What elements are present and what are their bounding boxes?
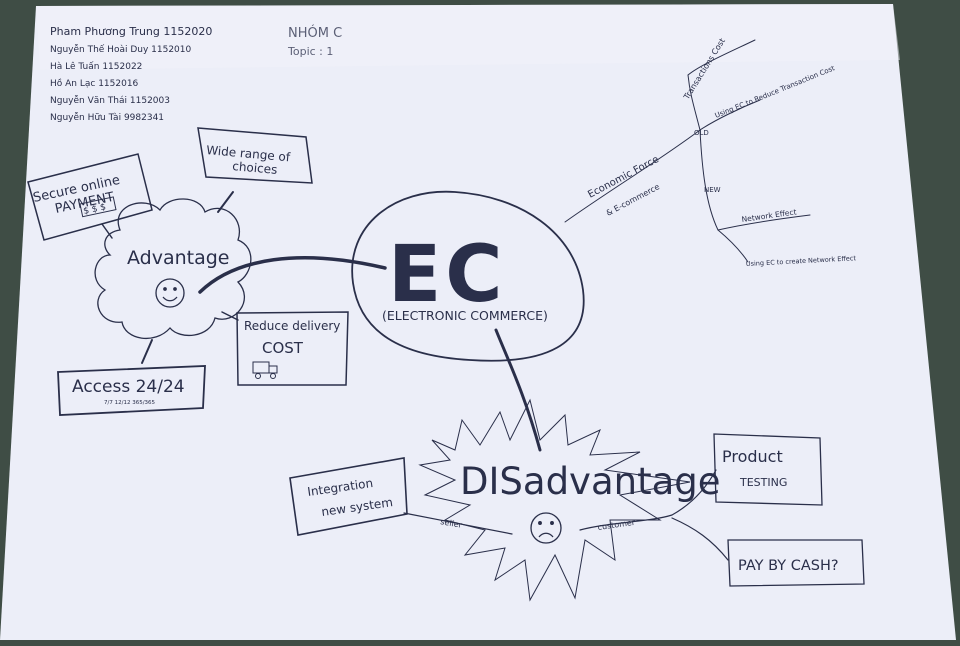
delivery-box: Reduce delivery COST (236, 311, 349, 386)
transaction-cost-branch (687, 74, 701, 131)
disadvantage-connector (494, 328, 542, 452)
team-member: Nguyễn Thế Hoài Duy 1152010 (50, 44, 192, 55)
smiley-face-icon (155, 278, 185, 308)
access-box: Access 24/24 7/7 12/12 365/365 (57, 365, 206, 416)
ec-circle (351, 190, 585, 362)
connector-lines (101, 39, 811, 561)
product-line1: Product (722, 447, 783, 466)
ec-subtitle: (ELECTRONIC COMMERCE) (382, 308, 548, 323)
payment-connector (101, 223, 113, 239)
money-icon (79, 196, 117, 218)
team-member: Nguyễn Hữu Tài 9982341 (50, 112, 164, 123)
customer-product-line (579, 469, 717, 531)
create-network-line (717, 229, 749, 263)
delivery-line2: COST (262, 339, 304, 357)
paper-highlight (36, 4, 900, 70)
team-member: Hà Lê Tuấn 1152022 (50, 61, 142, 72)
choices-line2: choices (232, 159, 278, 177)
paper-sheet (0, 4, 956, 640)
new-branch-line (699, 129, 719, 231)
ec-title: EC (388, 230, 507, 320)
topic-label: Topic : 1 (287, 45, 333, 58)
team-member: Pham Phương Trung 1152020 (50, 25, 212, 38)
delivery-line1: Reduce delivery (244, 319, 340, 333)
advantage-cloud (94, 198, 252, 340)
product-testing-box: Product TESTING (713, 433, 823, 506)
cash-label: PAY BY CASH? (738, 558, 839, 574)
delivery-truck-icon (252, 361, 278, 379)
advantage-connector (198, 256, 387, 294)
new-label: NEW (704, 186, 721, 194)
reduce-cost-line (699, 99, 761, 131)
economic-branch-line (564, 129, 701, 223)
team-member: Nguyễn Văn Thái 1152003 (50, 95, 170, 106)
team-member: Hồ An Lạc 1152016 (50, 78, 139, 89)
seller-label: seller (440, 517, 464, 530)
access-connector (141, 339, 153, 364)
delivery-connector (221, 311, 239, 321)
product-line2: TESTING (739, 476, 787, 489)
group-name: NHÓM C (288, 25, 342, 41)
payment-money: $ $ $ (83, 202, 107, 217)
dis-prefix: DISadvantage (460, 460, 721, 503)
access-small: 7/7 12/12 365/365 (104, 400, 156, 406)
team-members-list: Pham Phương Trung 1152020 Nguyễn Thế Hoà… (50, 25, 212, 123)
old-label: OLD (694, 129, 709, 137)
disadvantage-label: DISadvantage (460, 460, 721, 503)
disadvantage-burst (418, 398, 691, 602)
access-main: Access 24/24 (72, 377, 185, 397)
transaction-cost-line (687, 39, 756, 76)
network-effect-line (717, 214, 811, 231)
customer-cash-line (671, 517, 729, 561)
sad-face-icon (530, 512, 562, 544)
advantage-label: Advantage (127, 247, 230, 269)
pay-cash-box: PAY BY CASH? (727, 539, 865, 587)
